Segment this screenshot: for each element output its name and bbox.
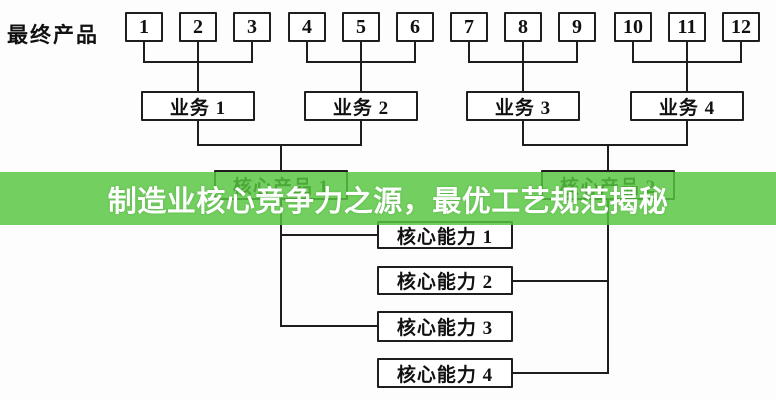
core-capability-box-2: 核心能力 2 [377, 266, 513, 295]
connector-business-right-pair [522, 121, 688, 170]
product-box-9: 9 [558, 12, 596, 42]
business-box-3: 业务 3 [466, 91, 580, 121]
product-box-8: 8 [504, 12, 542, 42]
headline-banner: 制造业核心竞争力之源，最优工艺规范揭秘 [0, 172, 776, 225]
product-box-5: 5 [342, 12, 380, 42]
connector-coreproduct2-capabilities [513, 200, 609, 374]
product-box-7: 7 [450, 12, 488, 42]
connector-products-group2 [306, 42, 416, 91]
product-box-2: 2 [179, 12, 217, 42]
product-box-10: 10 [614, 12, 652, 42]
connector-coreproduct1-capabilities [280, 200, 377, 327]
final-products-label: 最终产品 [7, 23, 99, 47]
business-box-4: 业务 4 [630, 91, 744, 121]
product-box-12: 12 [722, 12, 760, 42]
core-capability-box-4: 核心能力 4 [377, 358, 513, 388]
core-capability-box-1: 核心能力 1 [377, 221, 513, 249]
product-box-11: 11 [668, 12, 706, 42]
connector-products-group3 [468, 42, 578, 91]
connector-business-left-pair [197, 121, 362, 170]
business-box-2: 业务 2 [304, 91, 418, 121]
core-capability-box-3: 核心能力 3 [377, 311, 513, 342]
business-box-1: 业务 1 [141, 91, 255, 121]
product-box-1: 1 [125, 12, 163, 42]
connector-products-group4 [632, 42, 742, 91]
product-box-4: 4 [288, 12, 326, 42]
product-box-6: 6 [396, 12, 434, 42]
headline-text: 制造业核心竞争力之源，最优工艺规范揭秘 [107, 185, 669, 218]
product-box-3: 3 [233, 12, 271, 42]
connector-products-group1 [143, 42, 253, 91]
